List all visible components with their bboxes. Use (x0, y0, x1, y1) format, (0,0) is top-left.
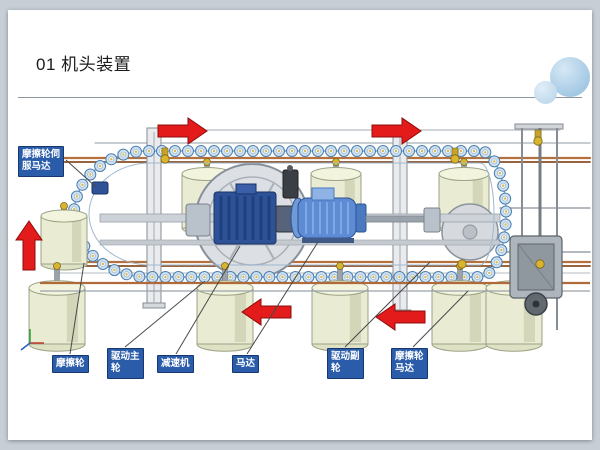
flow-arrow-top-left-right (157, 117, 208, 145)
drive-shaft (365, 215, 427, 223)
bearing-block-right (423, 207, 441, 233)
label-reducer: 减速机 (157, 355, 194, 374)
label-friction-wheel: 摩擦轮 (52, 355, 89, 374)
slide-title: 01 机头装置 (36, 55, 132, 74)
flow-arrow-bottom-right-left (375, 303, 426, 331)
electric-motor (290, 187, 367, 243)
label-friction-wheel-servo-motor: 摩擦轮伺 服马达 (18, 146, 65, 177)
bobbin-cylinders-bottom-row (28, 262, 543, 352)
title-divider-line (18, 97, 582, 98)
flow-arrow-left-up (15, 220, 43, 271)
front-rails (40, 281, 590, 292)
label-drive-main-wheel: 驱动主 轮 (107, 348, 144, 379)
decorative-circle-small (534, 81, 557, 104)
bearing-block-left (185, 203, 211, 237)
label-leader-lines (65, 159, 469, 355)
vertical-unit (282, 169, 299, 199)
label-friction-wheel-motor: 摩擦轮 马达 (391, 348, 428, 379)
flow-arrow-top-right-right (371, 117, 422, 145)
rail-fittings (160, 129, 545, 269)
flow-arrows (15, 117, 426, 331)
gearbox-reducer (213, 183, 277, 245)
label-drive-sub-wheel: 驱动副 轮 (327, 348, 364, 379)
drive-machinery (99, 163, 501, 279)
coordinate-axes-icon (20, 329, 44, 351)
frame-beam-lower (99, 239, 501, 246)
label-motor: 马达 (232, 355, 260, 374)
right-carriage-assembly (509, 235, 563, 316)
bobbin-cylinder-left (40, 202, 88, 271)
flow-arrow-bottom-left-left (241, 298, 292, 326)
friction-servo-unit (91, 181, 109, 195)
